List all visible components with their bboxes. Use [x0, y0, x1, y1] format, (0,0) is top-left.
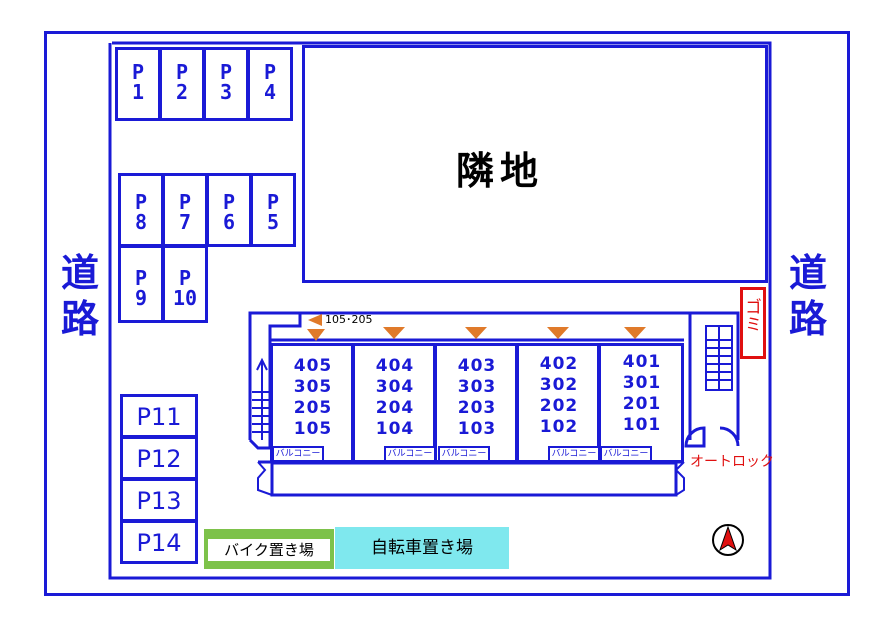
parking-space-p1[interactable]: P 1 [115, 47, 161, 121]
parking-low-row: P 9 P 10 [118, 245, 210, 323]
entrance-note: 105･205 [325, 313, 373, 326]
unit-room-numbers: 401 301 201 101 [622, 352, 662, 435]
parking-space-p13[interactable]: P13 [120, 478, 198, 522]
unit-room-numbers: 404 304 204 104 [375, 356, 415, 439]
road-left-label: 道 路 [60, 251, 99, 341]
bicycle-parking-area[interactable]: 自転車置き場 [335, 527, 509, 569]
garbage-area[interactable]: ゴミ [740, 287, 766, 359]
balcony-label: バルコニー [548, 446, 600, 462]
unit-column-3[interactable]: 403 303 203 103 [434, 343, 518, 463]
balcony-label: バルコニー [438, 446, 490, 462]
neighbor-land [302, 45, 768, 283]
unit-room-numbers: 402 302 202 102 [539, 354, 579, 437]
garbage-label: ゴミ [741, 298, 761, 332]
parking-mid-row: P 8 P 7 P 6 P 5 [118, 173, 298, 247]
balcony-label: バルコニー [384, 446, 436, 462]
site-boundary [44, 31, 850, 596]
bike-parking-area[interactable]: バイク置き場 [204, 529, 334, 569]
autolock-label: オートロック [690, 454, 774, 470]
parking-left-column: P11 P12 P13 P14 [120, 394, 198, 566]
parking-space-p4[interactable]: P 4 [247, 47, 293, 121]
bike-parking-label: バイク置き場 [208, 539, 330, 561]
unit-column-1[interactable]: 401 301 201 101 [598, 343, 684, 463]
unit-room-numbers: 403 303 203 103 [457, 356, 497, 439]
balcony-label: バルコニー [600, 446, 652, 462]
parking-space-p5[interactable]: P 5 [250, 173, 296, 247]
neighbor-land-label: 隣地 [455, 149, 544, 193]
unit-column-2[interactable]: 402 302 202 102 [516, 343, 600, 463]
bicycle-parking-label: 自転車置き場 [371, 538, 473, 558]
road-right-label: 道 路 [788, 251, 827, 341]
balcony-label: バルコニー [272, 446, 324, 462]
parking-top-row: P 1 P 2 P 3 P 4 [115, 47, 295, 121]
unit-room-numbers: 405 305 205 105 [293, 356, 333, 439]
unit-column-4[interactable]: 404 304 204 104 [352, 343, 436, 463]
parking-space-p3[interactable]: P 3 [203, 47, 249, 121]
parking-space-p10[interactable]: P 10 [162, 245, 208, 323]
parking-space-p2[interactable]: P 2 [159, 47, 205, 121]
parking-space-p14[interactable]: P14 [120, 520, 198, 564]
